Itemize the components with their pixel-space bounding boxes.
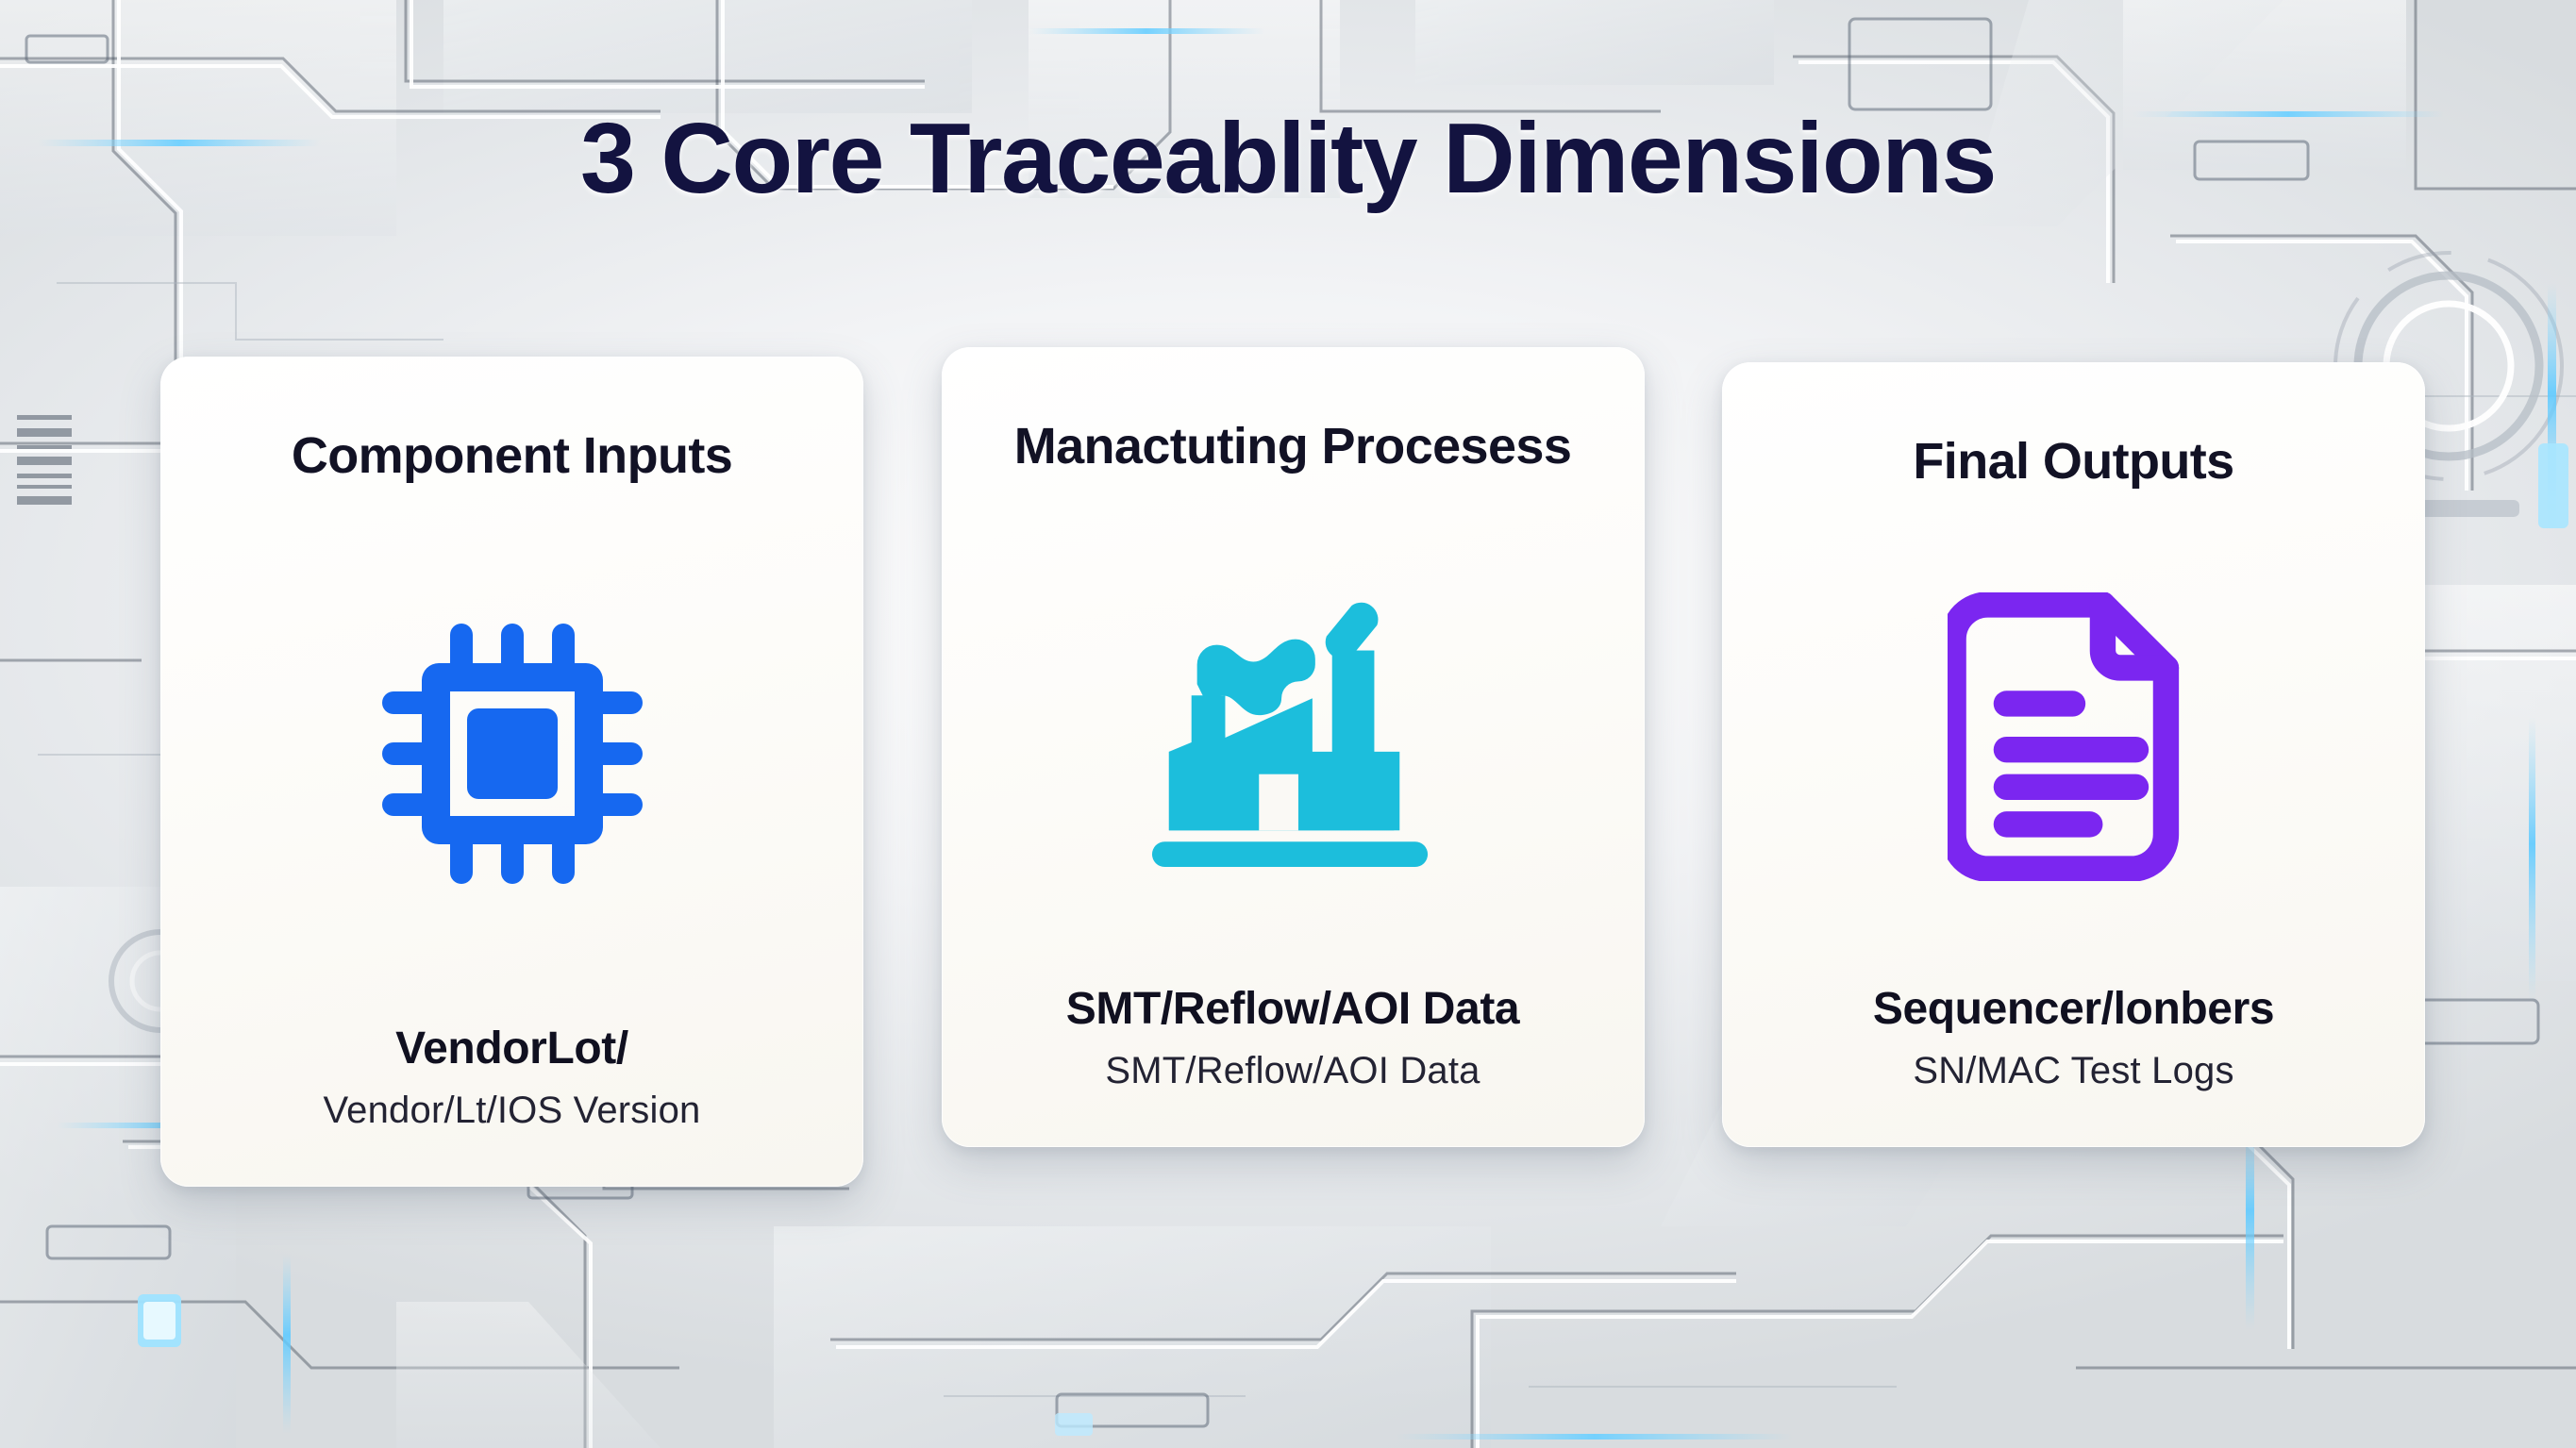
document-lines-icon bbox=[1947, 592, 2179, 881]
card-lead-text: VendorLot/ bbox=[395, 1024, 628, 1074]
card-heading: Component Inputs bbox=[291, 427, 733, 484]
card-subtext: Vendor/Lt/IOS Version bbox=[323, 1090, 701, 1131]
card-heading: Final Outputs bbox=[1913, 433, 2234, 490]
dimension-card-manufacturing-processes[interactable]: Manactuting Procesess bbox=[941, 347, 1645, 1147]
card-lead-text: SMT/Reflow/AOI Data bbox=[1065, 984, 1520, 1034]
card-icon-slot bbox=[160, 485, 863, 1023]
factory-icon bbox=[1151, 602, 1429, 868]
card-lead-text: Sequencer/lonbers bbox=[1872, 984, 2275, 1034]
dimension-card-final-outputs[interactable]: Final Outputs Sequencer/lonbers SN/MAC bbox=[1722, 362, 2425, 1147]
card-heading: Manactuting Procesess bbox=[1013, 418, 1572, 474]
dimension-card-row: Component Inputs bbox=[160, 347, 2425, 1187]
microchip-icon bbox=[381, 624, 643, 884]
card-icon-slot bbox=[1722, 491, 2425, 983]
page-title: 3 Core Traceablity Dimensions bbox=[580, 103, 1997, 214]
card-icon-slot bbox=[942, 475, 1645, 983]
dimension-card-component-inputs[interactable]: Component Inputs bbox=[160, 357, 863, 1187]
card-subtext: SN/MAC Test Logs bbox=[1913, 1050, 2234, 1091]
led-indicators bbox=[138, 443, 2568, 1436]
card-subtext: SMT/Reflow/AOI Data bbox=[1105, 1050, 1480, 1091]
